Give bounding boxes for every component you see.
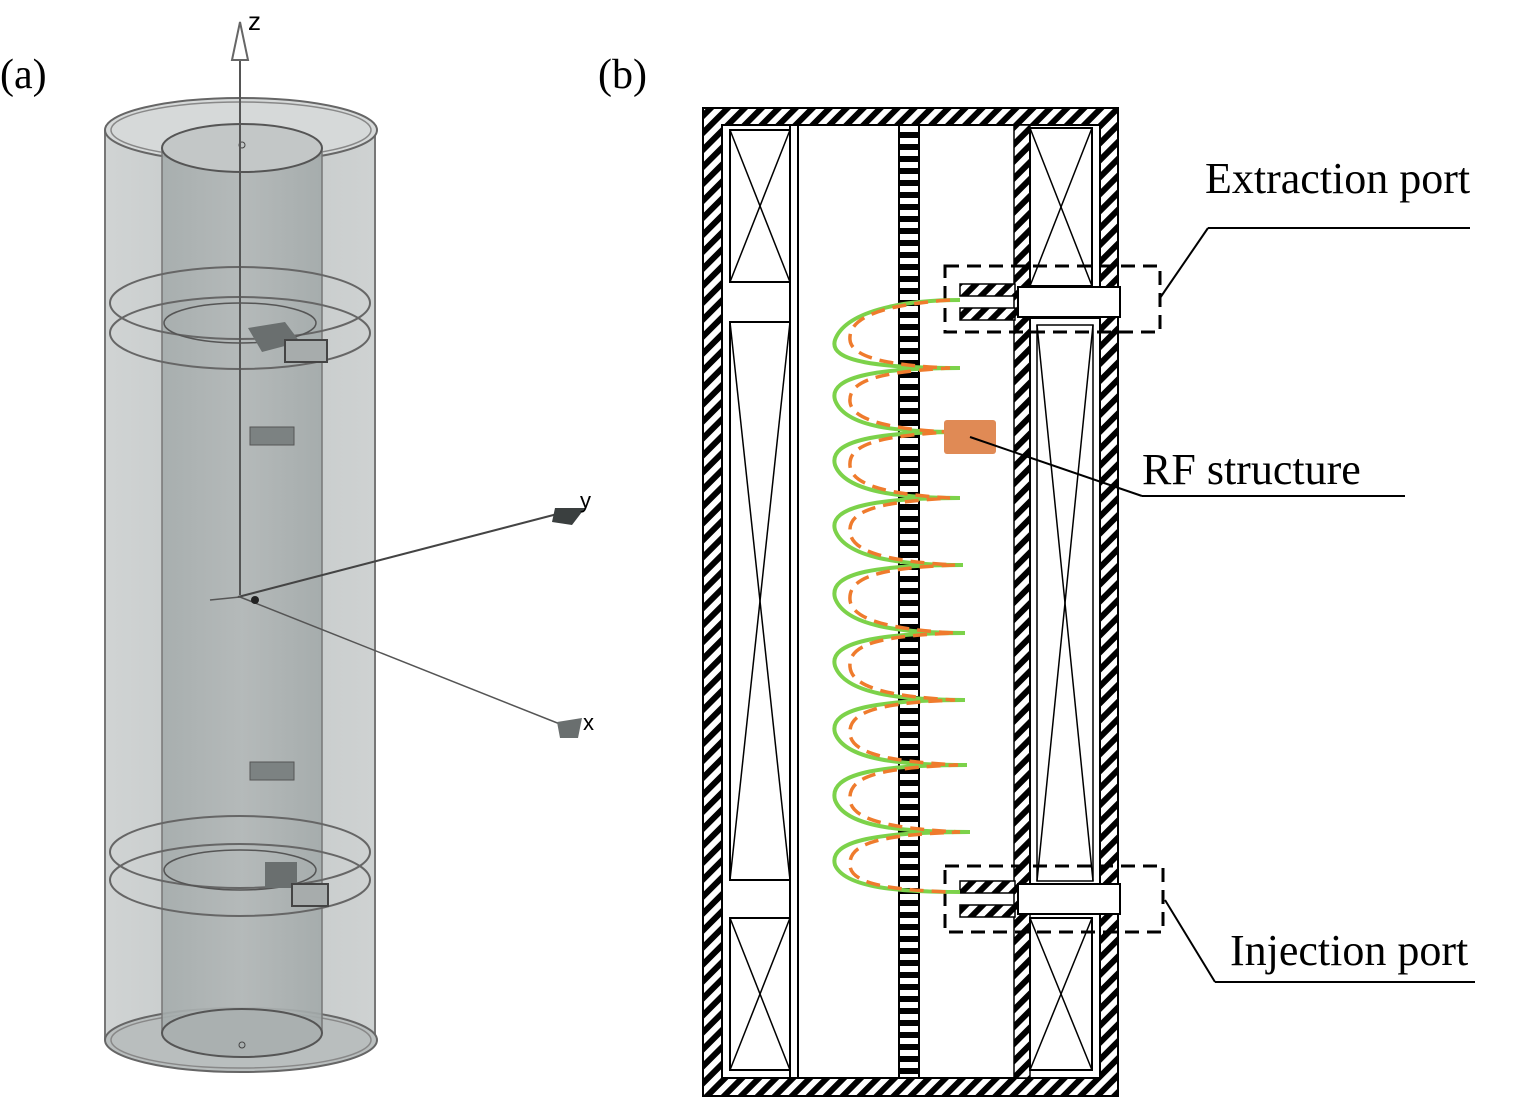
- rf-block-lower: [249, 761, 295, 781]
- injection-port: [943, 864, 1165, 934]
- beam-trajectory-solid: [832, 298, 971, 894]
- central-rod: [898, 124, 920, 1079]
- right-coils: [1029, 127, 1101, 1071]
- annotation-extraction: Extraction port: [1159, 154, 1470, 299]
- panel-b-cross-section: (b): [598, 52, 1475, 1097]
- panel-b-label: (b): [598, 52, 647, 98]
- y-axis-label: y: [580, 488, 591, 513]
- y-arrow-icon: [552, 508, 585, 525]
- panel-a-3d-model: (a): [0, 6, 594, 1073]
- z-arrow-icon: [230, 21, 250, 61]
- lower-ring: [109, 815, 371, 917]
- coordinate-axes: z y x: [209, 6, 594, 738]
- x-axis-label: x: [583, 710, 594, 735]
- rf-structure-label: RF structure: [1142, 445, 1361, 494]
- extraction-port: [943, 264, 1162, 334]
- y-axis: [237, 511, 566, 598]
- z-axis-label: z: [248, 6, 261, 36]
- annotation-injection: Injection port: [1164, 899, 1475, 983]
- beam-trajectory-dashed: [848, 298, 961, 894]
- injection-port-label: Injection port: [1230, 926, 1468, 975]
- origin: [251, 596, 259, 604]
- left-coils: [729, 129, 791, 1071]
- x-axis: [239, 596, 571, 729]
- inner-cylinder: [161, 123, 323, 1058]
- rf-block-upper: [249, 426, 295, 446]
- x-arrow-icon: [557, 718, 582, 738]
- extraction-port-label: Extraction port: [1205, 154, 1470, 203]
- inner-wall-right: [1013, 124, 1031, 1079]
- panel-a-label: (a): [0, 52, 47, 98]
- annotation-rf: RF structure: [969, 436, 1405, 497]
